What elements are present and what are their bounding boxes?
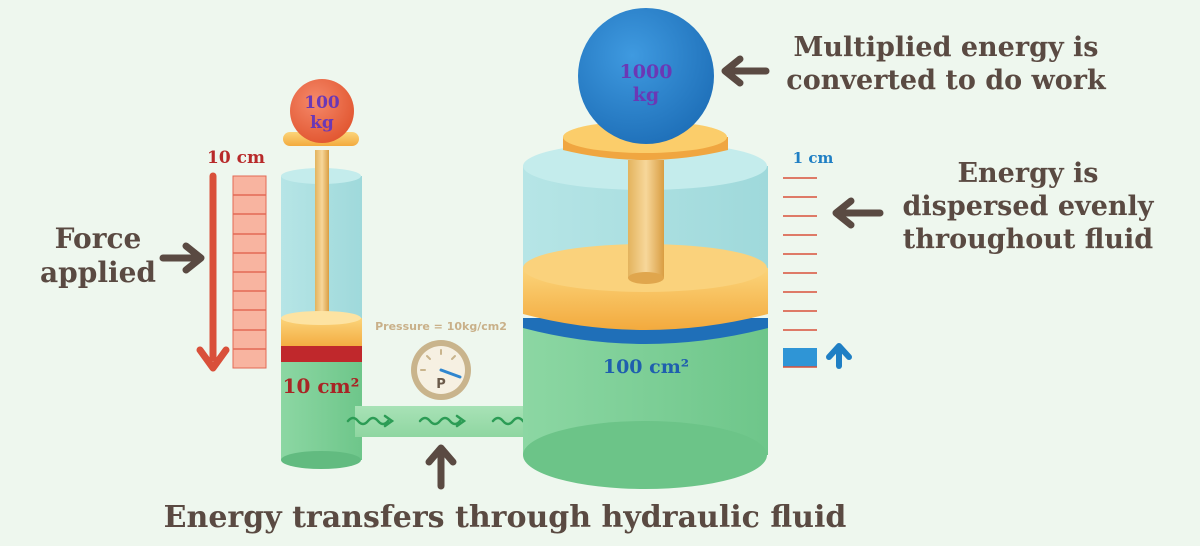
small-cylinder: 100 kg 10 cm² — [281, 79, 362, 469]
small-piston-seal — [281, 346, 362, 362]
large-piston-rod — [628, 160, 664, 278]
large-cylinder-base — [523, 421, 767, 489]
left-arrow-icon — [159, 242, 205, 274]
small-weight-value: 100 — [304, 93, 340, 113]
small-distance-scale: 10 cm — [196, 148, 267, 372]
large-weight-unit: kg — [633, 84, 659, 106]
multiplied-energy-caption: Multiplied energy is converted to do wor… — [786, 32, 1106, 96]
small-distance-label: 10 cm — [207, 148, 265, 168]
large-distance-bar — [783, 348, 817, 367]
energy-dispersed-caption: Energy is dispersed evenly throughout fl… — [902, 158, 1154, 255]
hydraulic-pipe — [346, 406, 540, 437]
force-applied-caption: Force applied — [40, 222, 156, 290]
left-arrow-icon — [721, 55, 770, 87]
small-weight-unit: kg — [310, 113, 334, 133]
large-weight-ball — [578, 8, 714, 144]
gauge-caption: Pressure = 10kg/cm2 — [375, 320, 507, 333]
large-distance-label: 1 cm — [793, 149, 834, 167]
small-weight-ball — [290, 79, 354, 143]
energy-transfer-caption: Energy transfers through hydraulic fluid — [163, 500, 847, 535]
small-piston-rod — [315, 150, 329, 320]
large-area-label: 100 cm² — [603, 356, 689, 378]
up-arrow-icon — [826, 343, 852, 369]
large-cylinder: 1000 kg 100 cm² — [523, 8, 768, 489]
small-cylinder-base — [281, 451, 361, 469]
up-arrow-icon — [425, 444, 457, 490]
down-arrow-icon — [196, 172, 230, 372]
small-area-label: 10 cm² — [283, 374, 360, 398]
large-distance-scale: 1 cm — [783, 149, 852, 369]
left-arrow-icon — [832, 197, 884, 229]
pressure-gauge: Pressure = 10kg/cm2 P — [375, 320, 507, 400]
large-weight-value: 1000 — [620, 61, 673, 83]
gauge-symbol: P — [436, 377, 446, 392]
small-cylinder-fluid — [281, 360, 362, 460]
pressure-gauge-icon — [411, 340, 471, 400]
